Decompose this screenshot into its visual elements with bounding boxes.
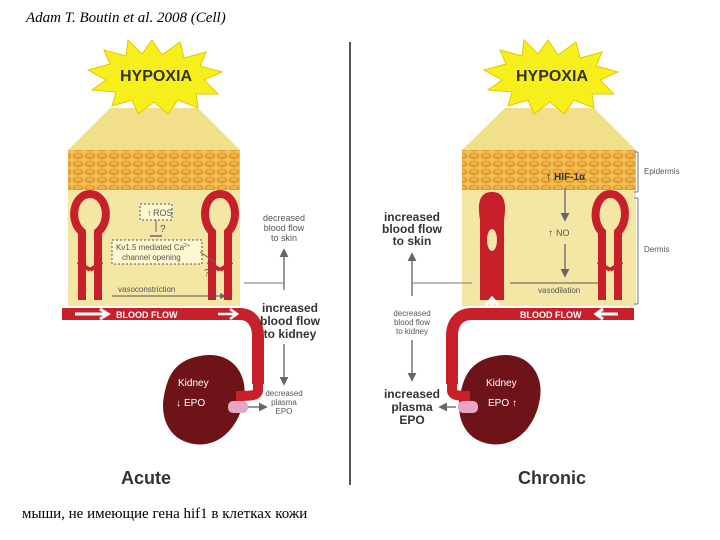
citation: Adam T. Boutin et al. 2008 (Cell) (26, 10, 226, 26)
chronic-kidney-label: Kidney (486, 378, 517, 389)
acute-dec-epo-3: EPO (276, 407, 293, 416)
acute-vasoconstriction: vasoconstriction (118, 285, 175, 294)
chronic-inc-skin-1: increased (384, 210, 440, 224)
acute-left-loop (70, 189, 110, 300)
acute-kv-line2: channel opening (122, 253, 181, 262)
chronic-inc-epo-2: plasma (391, 400, 433, 414)
chronic-panel: HYPOXIA ↑ HIF-1α ↑ NO vasodilation BLOOD… (382, 38, 680, 488)
chronic-epo-pill (458, 401, 478, 413)
chronic-right-loop (591, 189, 629, 300)
acute-hypoxia-label: HYPOXIA (120, 68, 192, 85)
chronic-dec-kidney-2: blood flow (394, 318, 430, 327)
acute-inc-kidney-1: increased (262, 301, 318, 315)
chronic-inc-epo-3: EPO (399, 413, 424, 427)
acute-dec-skin-2: blood flow (264, 223, 305, 233)
chronic-vasodilation: vasodilation (538, 286, 580, 295)
acute-question-1: ? (160, 224, 166, 235)
acute-dec-epo-1: decreased (265, 389, 302, 398)
acute-kidney (163, 355, 245, 445)
acute-dec-epo-2: plasma (271, 398, 297, 407)
chronic-epidermis (462, 150, 636, 190)
acute-inc-kidney-2: blood flow (260, 314, 321, 328)
chronic-blood-flow-label: BLOOD FLOW (520, 310, 582, 320)
caption: мыши, не имеющие гена hif1 в клетках кож… (22, 506, 308, 522)
chronic-title: Chronic (518, 468, 586, 488)
chronic-epidermis-label: Epidermis (644, 167, 680, 176)
svg-text:↑: ↑ (548, 228, 553, 239)
chronic-dec-kidney-1: decreased (393, 309, 430, 318)
chronic-dec-kidney-3: to kidney (396, 327, 428, 336)
chronic-skin-top (462, 108, 636, 150)
acute-dec-skin-3: to skin (271, 233, 297, 243)
acute-inc-kidney-3: to kidney (264, 327, 317, 341)
acute-epidermis (68, 150, 240, 190)
chronic-hypoxia-label: HYPOXIA (516, 68, 588, 85)
acute-hypoxia-burst (86, 38, 224, 115)
chronic-inc-skin-2: blood flow (382, 222, 443, 236)
chronic-blood-flow-vessel (446, 308, 634, 384)
acute-kv-box (111, 239, 203, 265)
acute-blood-flow-label: BLOOD FLOW (116, 310, 178, 320)
acute-blood-flow-vessel (62, 308, 264, 384)
acute-dec-skin-1: decreased (263, 213, 305, 223)
acute-right-loop (201, 189, 239, 300)
chronic-epo-label: EPO (488, 398, 509, 409)
acute-kv-line1: Kv1.5 mediated Ca2+ (116, 243, 190, 252)
chronic-dermis-label: Dermis (644, 245, 669, 254)
chronic-kidney (459, 355, 541, 445)
chronic-inc-skin-3: to skin (393, 234, 432, 248)
acute-epo-pill (228, 401, 248, 413)
chronic-no-label: NO (556, 228, 570, 238)
acute-panel: HYPOXIA ↑ ROS ? Kv1.5 mediated Ca2+ chan… (62, 38, 321, 488)
acute-skin-top (68, 108, 240, 150)
svg-text:↑: ↑ (546, 171, 552, 183)
svg-text:↑: ↑ (147, 208, 152, 218)
chronic-hypoxia-burst (482, 38, 620, 115)
chronic-inc-epo-1: increased (384, 387, 440, 401)
acute-ros-label: ROS (153, 208, 173, 218)
acute-question-2: ? (204, 268, 210, 279)
acute-kidney-label: Kidney (178, 378, 209, 389)
acute-title: Acute (121, 468, 171, 488)
chronic-hif-label: HIF-1α (554, 172, 586, 183)
acute-epo-label: EPO (184, 398, 205, 409)
svg-text:↓: ↓ (176, 398, 181, 409)
svg-text:↑: ↑ (512, 398, 517, 409)
